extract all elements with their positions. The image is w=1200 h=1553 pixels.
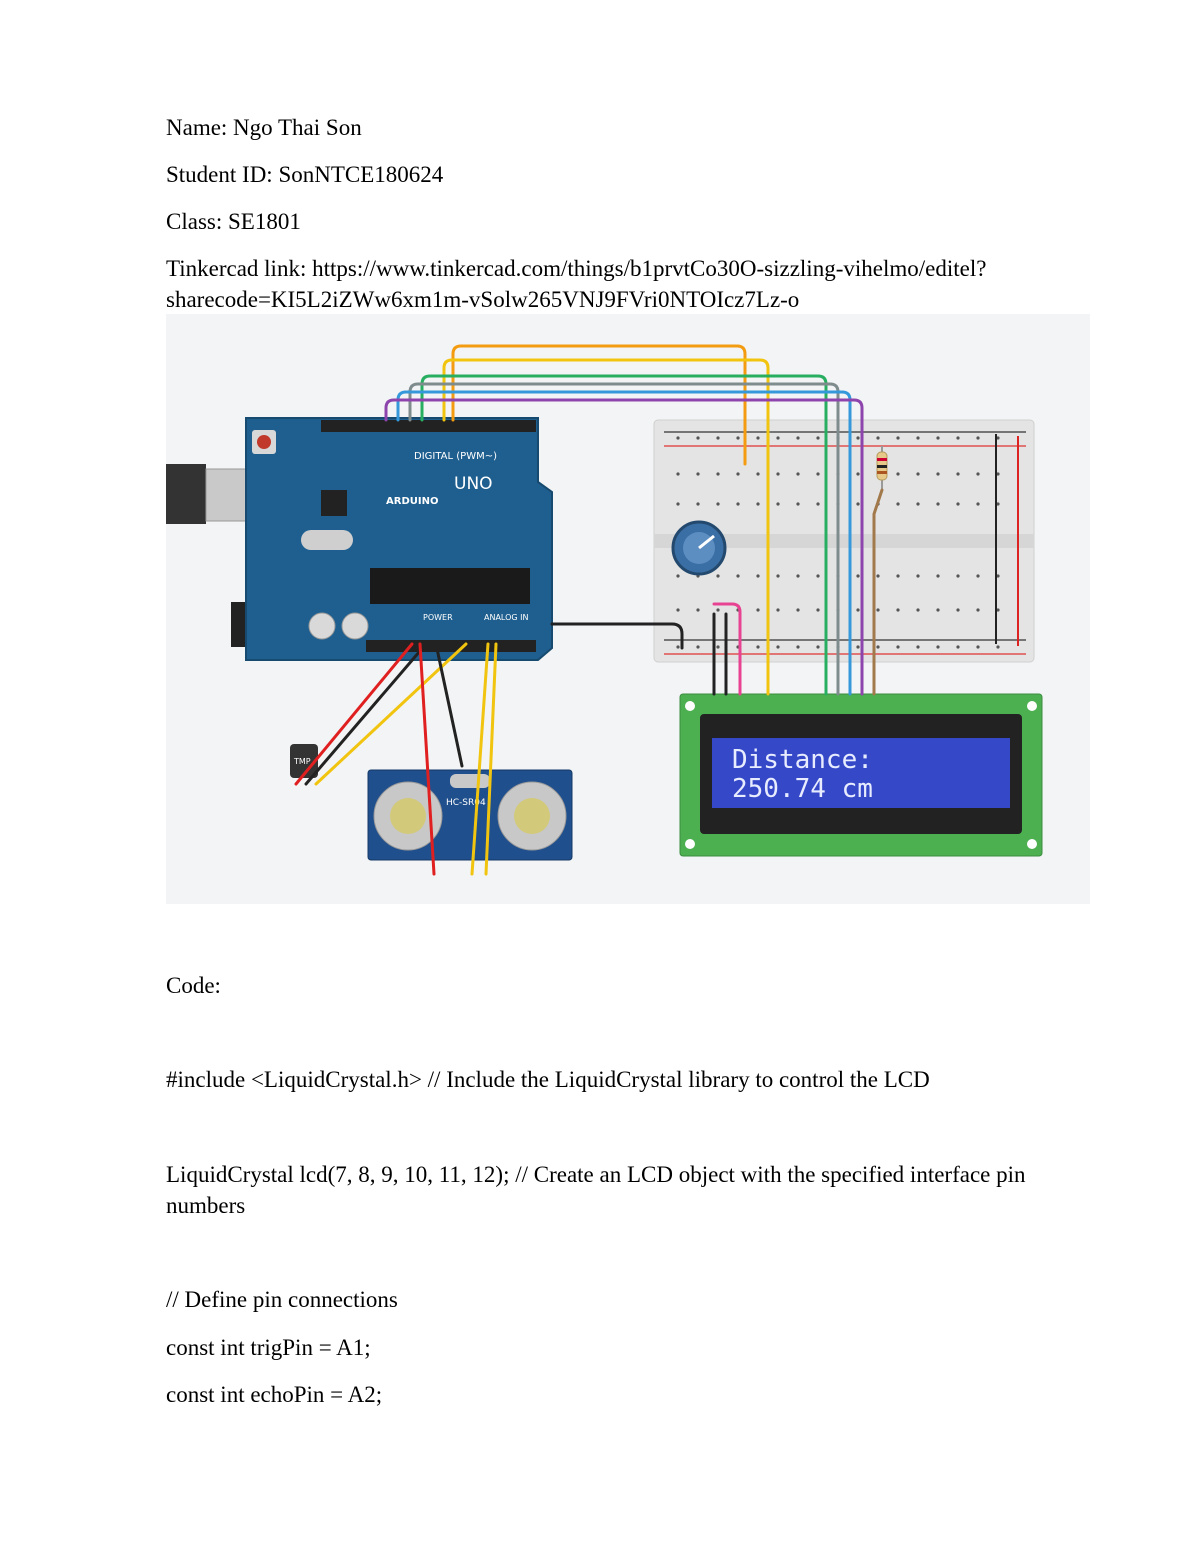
temperature-sensor: TMP bbox=[290, 744, 318, 778]
temperature-sensor-label: TMP bbox=[293, 757, 311, 766]
class-name: Class: SE1801 bbox=[166, 209, 301, 234]
resistor bbox=[876, 446, 888, 490]
code-echo-line: const int echoPin = A2; bbox=[166, 1382, 383, 1407]
arduino-uno-board: DIGITAL (PWM~) ARDUINO UNO POWER ANALOG … bbox=[166, 417, 553, 661]
student-id: Student ID: SonNTCE180624 bbox=[166, 162, 444, 187]
code-heading: Code: bbox=[166, 973, 221, 998]
tinkercad-link-line1[interactable]: Tinkercad link: https://www.tinkercad.co… bbox=[166, 256, 987, 281]
circuit-diagram: DIGITAL (PWM~) ARDUINO UNO POWER ANALOG … bbox=[166, 314, 1090, 904]
lcd-text-line2: 250.74 cm bbox=[732, 774, 873, 804]
digital-header-label: DIGITAL (PWM~) bbox=[414, 451, 497, 462]
power-header-label: POWER bbox=[423, 613, 453, 622]
lcd-text-line1: Distance: bbox=[732, 745, 873, 775]
code-include-line: #include <LiquidCrystal.h> // Include th… bbox=[166, 1067, 930, 1092]
wires bbox=[294, 344, 884, 876]
tinkercad-link-line2[interactable]: sharecode=KI5L2iZWw6xm1m-vSolw265VNJ9FVr… bbox=[166, 287, 800, 312]
board-brand-label: ARDUINO bbox=[386, 496, 438, 507]
analog-header-label: ANALOG IN bbox=[484, 613, 529, 622]
student-name: Name: Ngo Thai Son bbox=[166, 115, 362, 140]
potentiometer bbox=[671, 520, 727, 576]
board-model-label: UNO bbox=[454, 474, 493, 494]
lcd-module: Distance: 250.74 cm bbox=[679, 693, 1043, 857]
breadboard bbox=[653, 419, 1035, 663]
code-comment-define: // Define pin connections bbox=[166, 1287, 398, 1312]
sensor-model-label: HC-SR04 bbox=[446, 798, 486, 808]
code-trig-line: const int trigPin = A1; bbox=[166, 1335, 371, 1360]
ultrasonic-sensor: HC-SR04 bbox=[367, 769, 573, 861]
code-lcd-line: LiquidCrystal lcd(7, 8, 9, 10, 11, 12); … bbox=[166, 1162, 1026, 1218]
